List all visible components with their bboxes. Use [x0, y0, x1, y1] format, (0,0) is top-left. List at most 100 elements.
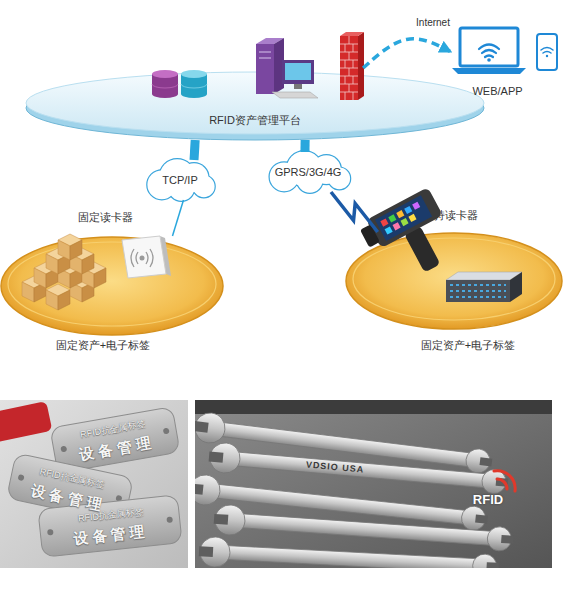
wrench-icon — [213, 504, 514, 555]
asset-disc — [1, 237, 223, 335]
node-shape — [262, 152, 354, 192]
wrench-icon — [195, 411, 494, 477]
network-cloud: GPRS/3G/4G — [262, 152, 354, 192]
box-icon — [46, 248, 70, 274]
cloud-outline — [160, 159, 195, 194]
dashed-arrow — [363, 39, 450, 68]
wrench-icon — [198, 536, 499, 568]
rfid-dot — [140, 256, 145, 261]
cloud-fill — [147, 170, 176, 199]
phone-body — [537, 34, 557, 70]
tag-engraving: 设备管理 — [78, 434, 156, 463]
box-icon — [34, 262, 58, 288]
photo-background — [0, 400, 188, 568]
app-icon — [393, 222, 401, 230]
cloud-outline — [169, 175, 195, 201]
cloud-outline — [147, 170, 176, 199]
cloud-outline — [270, 162, 299, 191]
wireless-bolt — [331, 192, 378, 232]
tower-front — [256, 44, 274, 94]
platform-disc-node: RFID资产管理平台 — [25, 68, 485, 140]
app-icon — [385, 227, 393, 235]
pipe-connector — [300, 140, 309, 152]
pipe-connector — [194, 140, 195, 160]
node-shape — [25, 68, 485, 140]
node-label: WEB/APP — [450, 84, 545, 98]
rack-side — [510, 272, 522, 302]
tag-hole — [60, 446, 67, 453]
wrench-marking: VDSIO USA — [305, 461, 364, 476]
cloud-fill — [180, 163, 209, 192]
cloud-fill — [160, 159, 195, 194]
wrench-icon — [195, 473, 489, 534]
platform-edge — [26, 76, 484, 140]
rack-front — [446, 280, 510, 302]
firewall-icon — [340, 32, 364, 100]
asset-disc — [346, 233, 562, 329]
firewall-top — [340, 32, 364, 36]
cloud-outline — [180, 163, 209, 192]
box-icon — [22, 276, 46, 302]
tag-plate — [50, 407, 180, 474]
server-rack-icon — [446, 272, 522, 302]
rfid-waves — [131, 249, 153, 267]
cloud-fill — [270, 162, 299, 191]
rfid-logo: RFID — [473, 493, 503, 507]
tower-slot — [259, 57, 271, 59]
box-icon — [70, 276, 94, 302]
box-icon — [70, 248, 94, 274]
tower-side — [274, 38, 284, 94]
tag-hole — [166, 516, 173, 523]
firewall-side — [358, 32, 364, 100]
tag-hole — [115, 495, 122, 502]
boxes-pyramid — [22, 234, 106, 310]
reader-side — [160, 236, 171, 276]
database-bottom — [181, 90, 207, 98]
app-icon — [412, 202, 420, 210]
cloud-fill — [193, 176, 215, 198]
database-icon — [152, 70, 178, 98]
fixed-reader-icon — [122, 236, 171, 278]
database-icon — [181, 70, 207, 98]
rack-leds — [450, 285, 506, 297]
tag-plate — [7, 453, 134, 523]
database-bottom — [152, 90, 178, 98]
computer-icon — [272, 60, 318, 98]
box-icon — [58, 262, 82, 288]
cloud-fill — [328, 168, 350, 190]
metal-tag — [38, 495, 182, 557]
wifi-dot — [487, 58, 491, 62]
network-cloud: TCP/IP — [145, 160, 215, 200]
handheld-scanner — [360, 224, 380, 247]
rfid-signal-arcs — [494, 471, 515, 491]
wifi-dot — [546, 55, 548, 57]
tag-engraving: 设备管理 — [29, 482, 107, 514]
wifi-symbol — [541, 48, 553, 54]
red-tag — [0, 401, 52, 445]
tag-engraving: RFID抗金属标签 — [39, 467, 106, 490]
monitor-stand — [294, 84, 302, 89]
metal-tag — [7, 453, 134, 523]
node-label: 固定读卡器 — [65, 210, 145, 224]
cloud-outline — [312, 155, 341, 184]
handheld-reader-icon — [357, 187, 462, 290]
disc-rim — [8, 242, 216, 326]
asset-group-node: 手持读卡器固定资产+电子标签 — [345, 232, 563, 330]
edge-label: Internet — [416, 17, 450, 28]
node-shape — [145, 160, 215, 200]
firewall-front — [340, 36, 358, 100]
cloud-outline — [328, 168, 350, 190]
tag-hole — [163, 427, 170, 434]
node-shape — [345, 232, 563, 330]
node-caption: 固定资产+电子标签 — [388, 338, 548, 352]
app-icon — [408, 214, 416, 222]
platform-disc — [26, 72, 484, 134]
app-icon — [380, 219, 388, 227]
database-top — [181, 70, 207, 78]
tag-hole — [18, 474, 25, 481]
monitor-screen — [285, 63, 311, 80]
photo-background — [195, 400, 552, 568]
